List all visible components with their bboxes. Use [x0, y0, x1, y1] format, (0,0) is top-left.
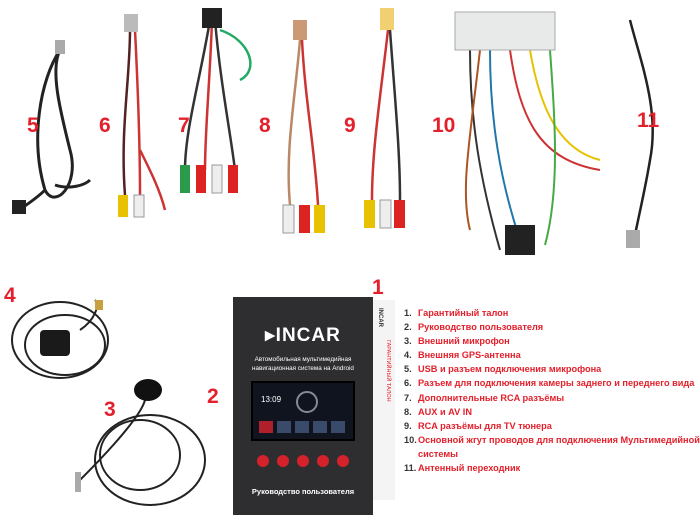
- feature-icons: [233, 455, 373, 467]
- label-8: 8: [259, 114, 271, 137]
- label-10: 10: [432, 114, 456, 137]
- head-unit-screen: 13:09: [251, 381, 355, 441]
- list-item: 2.Руководство пользователя: [404, 322, 544, 333]
- camera-cable: [122, 29, 167, 211]
- list-item: 9.RCA разъёмы для TV тюнера: [404, 420, 552, 431]
- label-3: 3: [104, 398, 116, 421]
- incar-logo: ▸INCAR: [265, 325, 341, 346]
- label-11: 11: [637, 109, 660, 132]
- rca-cable: [183, 19, 252, 171]
- label-6: 6: [99, 114, 111, 137]
- label-1: 1: [372, 276, 384, 299]
- antenna-adapter: [628, 19, 654, 236]
- label-4: 4: [4, 284, 16, 307]
- list-item: 11.Антенный переходник: [404, 463, 521, 474]
- list-item: 5.USB и разъем подключения микрофона: [404, 364, 602, 375]
- list-item: 1.Гарантийный талон: [404, 308, 509, 318]
- microphone: [79, 399, 206, 506]
- usb-plug: [55, 40, 65, 54]
- list-item: 4.Внешняя GPS-антенна: [404, 350, 521, 361]
- app-tiles: [259, 421, 345, 433]
- contents-list: 1.Гарантийный талон 2.Руководство пользо…: [404, 306, 700, 475]
- label-7: 7: [178, 114, 190, 137]
- label-9: 9: [344, 114, 356, 137]
- screen-time: 13:09: [261, 395, 282, 404]
- clock-dial-icon: [296, 391, 318, 413]
- list-item: 10.Основной жгут проводов для подключени…: [404, 434, 700, 459]
- label-5: 5: [27, 114, 39, 137]
- list-item: 3.Внешний микрофон: [404, 336, 510, 347]
- aux-cable: [287, 39, 320, 206]
- label-2: 2: [207, 385, 219, 408]
- manual-title: Руководство пользователя: [251, 487, 355, 496]
- user-manual: ▸INCAR Автомобильная мультимедийная нави…: [233, 297, 373, 515]
- card-logo: INCAR: [377, 308, 383, 327]
- list-item: 7.Дополнительные RCA разъёмы: [404, 392, 565, 403]
- list-item: 6.Разъем для подключения камеры заднего …: [404, 378, 695, 389]
- card-title: ГАРАНТИЙНЫЙ ТАЛОН: [385, 340, 391, 402]
- warranty-card: INCAR ГАРАНТИЙНЫЙ ТАЛОН: [372, 300, 395, 500]
- main-harness: [464, 49, 601, 251]
- tv-rca-cable: [370, 29, 402, 201]
- list-item: 8.AUX и AV IN: [404, 406, 472, 417]
- manual-subtitle: Автомобильная мультимедийная навигационн…: [252, 356, 354, 372]
